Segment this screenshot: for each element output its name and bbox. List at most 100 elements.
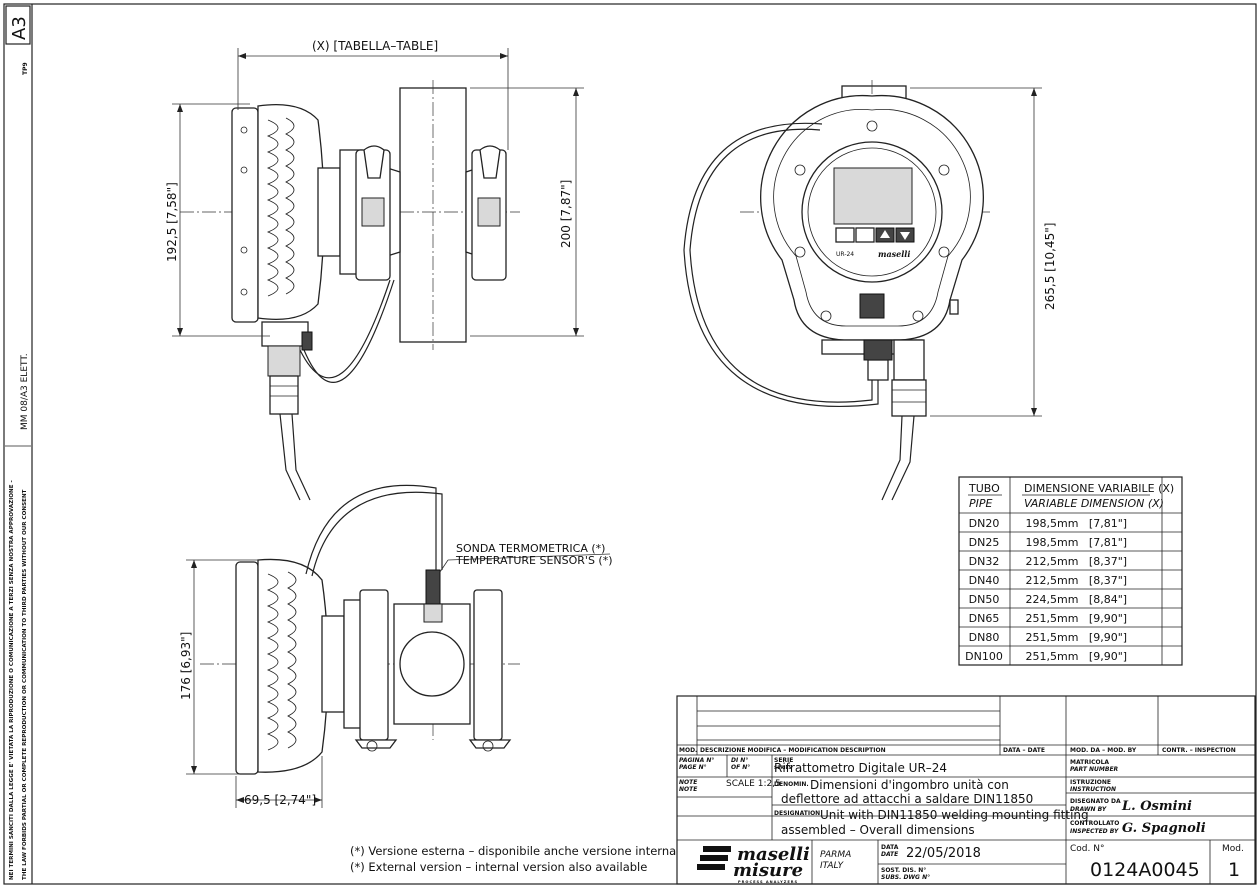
svg-text:INSTRUCTION: INSTRUCTION — [1070, 786, 1116, 793]
svg-text:DATA – DATE: DATA – DATE — [1003, 747, 1045, 754]
svg-text:DENOMIN.: DENOMIN. — [774, 781, 809, 788]
table-cell: 251,5mm — [1026, 650, 1079, 663]
svg-text:PAGINA N°: PAGINA N° — [679, 757, 714, 764]
drawing-code: 0124A0045 — [1090, 859, 1200, 881]
table-cell: 198,5mm — [1026, 517, 1079, 530]
svg-text:MOD. DA – MOD. BY: MOD. DA – MOD. BY — [1070, 747, 1137, 754]
svg-text:OF N°: OF N° — [731, 764, 750, 771]
denomination-line-1: Dimensioni d'ingombro unità con — [810, 778, 1009, 792]
drawing-date: 22/05/2018 — [906, 846, 981, 861]
format-label: A3 — [9, 16, 30, 40]
svg-text:PAGE N°: PAGE N° — [679, 764, 707, 771]
svg-text:DRAWN BY: DRAWN BY — [1070, 806, 1107, 813]
table-cell: [9,90"] — [1089, 612, 1127, 625]
housing-back — [231, 107, 259, 323]
table-cell: DN50 — [969, 593, 1000, 606]
table-header-dim-it: DIMENSIONE VARIABILE (X) — [1024, 482, 1174, 495]
svg-text:NOTE: NOTE — [679, 779, 698, 786]
inspected-by: G. Spagnoli — [1122, 821, 1206, 836]
model-label: UR-24 — [836, 251, 854, 258]
table-cell: [9,90"] — [1089, 631, 1127, 644]
svg-text:CONTR. – INSPECTION: CONTR. – INSPECTION — [1162, 747, 1236, 754]
designation-line-2: assembled – Overall dimensions — [781, 823, 975, 837]
table-cell: DN100 — [965, 650, 1003, 663]
svg-text:ISTRUZIONE: ISTRUZIONE — [1070, 779, 1111, 786]
svg-text:MATRICOLA: MATRICOLA — [1070, 759, 1109, 766]
dim-height-front: 265,5 [10,45"] — [1043, 223, 1057, 310]
table-header-pipe-it: TUBO — [968, 482, 1000, 495]
dim-height-pipe: 200 [7,87"] — [559, 180, 573, 248]
svg-text:PROCESS ANALYZERS: PROCESS ANALYZERS — [738, 880, 798, 884]
elett-label: MM 08/A3 ELETT. — [20, 353, 30, 430]
svg-text:CONTROLLATO: CONTROLLATO — [1070, 820, 1119, 827]
svg-text:ITALY: ITALY — [820, 861, 845, 871]
svg-text:SOST. DIS. N°: SOST. DIS. N° — [881, 867, 926, 874]
svg-text:Mod.: Mod. — [1222, 844, 1244, 854]
sensor-label-en: TEMPERATURE SENSOR'S (*) — [455, 554, 613, 567]
bottom-view — [200, 484, 520, 775]
svg-text:PARMA: PARMA — [820, 850, 851, 860]
table-cell: 198,5mm — [1026, 536, 1079, 549]
table-cell: 224,5mm — [1026, 593, 1079, 606]
table-cell: [8,37"] — [1089, 574, 1127, 587]
note-it: (*) Versione esterna – disponibile anche… — [350, 844, 676, 858]
side-view-dimensions: (X) [TABELLA–TABLE] 192,5 [7,58"] 200 [7… — [165, 39, 584, 337]
table-cell: [7,81"] — [1089, 536, 1127, 549]
display-screen — [833, 167, 913, 225]
svg-text:DI N°: DI N° — [731, 757, 748, 764]
maselli-logo: maselli misure PROCESS ANALYZERS — [697, 844, 810, 884]
table-cell: [9,90"] — [1089, 650, 1127, 663]
table-cell: DN65 — [969, 612, 1000, 625]
designation-line-1: Unit with DIN11850 welding mounting fitt… — [820, 808, 1089, 822]
legal-en: THE LAW FORBIDS PARTIAL OR COMPLETE REPR… — [22, 489, 28, 880]
drawn-by: L. Osmini — [1121, 799, 1192, 814]
svg-text:DATE: DATE — [881, 851, 899, 858]
table-cell: 251,5mm — [1026, 631, 1079, 644]
scale-label: SCALE 1:2,5 — [726, 779, 781, 789]
front-view: UR-24 maselli — [683, 80, 990, 501]
table-cell: [8,37"] — [1089, 555, 1127, 568]
dim-height-bottom: 176 [6,93"] — [179, 632, 193, 700]
legal-it: NEI TERMINI SANCITI DALLA LEGGE E' VIETA… — [9, 480, 15, 880]
series-title: Rifrattometro Digitale UR–24 — [774, 761, 947, 775]
table-header-dim-en: VARIABLE DIMENSION (X) — [1024, 497, 1164, 510]
svg-text:DESIGNATION: DESIGNATION — [774, 810, 820, 817]
front-badge — [859, 293, 885, 319]
table-cell: 212,5mm — [1026, 574, 1079, 587]
logo-misure: misure — [733, 860, 803, 881]
table-cell: DN40 — [969, 574, 1000, 587]
dim-x-table: (X) [TABELLA–TABLE] — [312, 39, 438, 53]
table-cell: [8,84"] — [1089, 593, 1127, 606]
outer-frame — [3, 3, 1257, 885]
table-header-pipe-en: PIPE — [969, 497, 993, 510]
svg-text:DISEGNATO DA: DISEGNATO DA — [1070, 798, 1121, 805]
drawing-revision: 1 — [1228, 859, 1240, 881]
svg-text:DATA: DATA — [881, 844, 899, 851]
svg-text:NOTE: NOTE — [679, 786, 698, 793]
table-cell: DN32 — [969, 555, 1000, 568]
svg-text:PART NUMBER: PART NUMBER — [1070, 766, 1119, 773]
table-cell: [7,81"] — [1089, 517, 1127, 530]
dimension-table: TUBO DIMENSIONE VARIABILE (X) PIPE VARIA… — [958, 476, 1183, 666]
brand-label: maselli — [878, 249, 910, 259]
table-cell: 212,5mm — [1026, 555, 1079, 568]
pipe-section — [399, 631, 465, 697]
key-2 — [855, 227, 875, 243]
svg-text:SERIES: SERIES — [774, 765, 792, 771]
dim-height-side: 192,5 [7,58"] — [165, 182, 179, 262]
svg-text:MOD.: MOD. — [679, 747, 697, 754]
logo-maselli: maselli — [737, 844, 810, 865]
svg-text:Cod. N°: Cod. N° — [1070, 844, 1104, 854]
svg-text:INSPECTED BY: INSPECTED BY — [1070, 828, 1119, 835]
format-box — [5, 5, 31, 45]
dim-width-bottom: 69,5 [2,74"] — [244, 793, 316, 807]
bottom-view-dimensions: SONDA TERMOMETRICA (*) TEMPERATURE SENSO… — [179, 542, 613, 808]
side-view — [180, 80, 520, 501]
svg-text:DESCRIZIONE MODIFICA – MODIFIC: DESCRIZIONE MODIFICA – MODIFICATION DESC… — [700, 747, 886, 754]
table-cell: 251,5mm — [1026, 612, 1079, 625]
svg-text:SERIE: SERIE — [774, 757, 793, 764]
sensor-label-it: SONDA TERMOMETRICA (*) — [456, 542, 605, 555]
table-cell: DN25 — [969, 536, 1000, 549]
